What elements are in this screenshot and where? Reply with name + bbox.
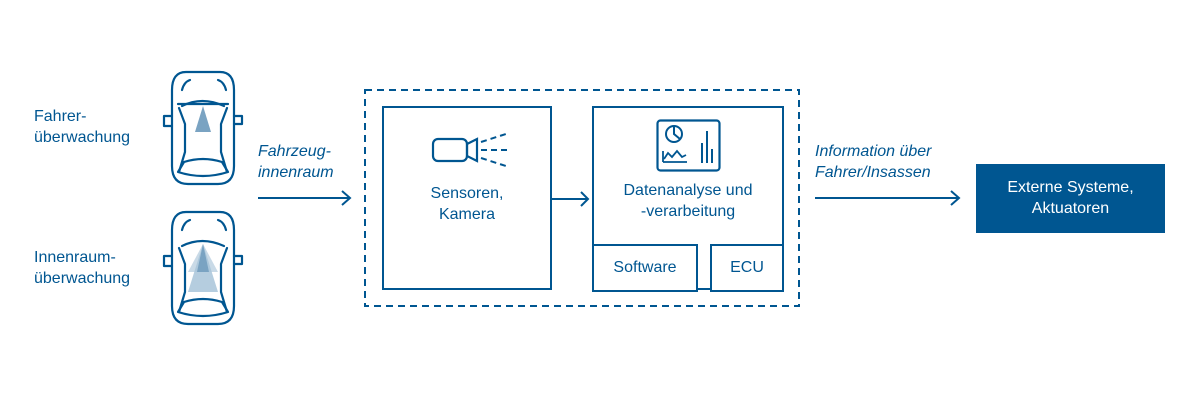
external-systems-box: Externe Systeme, Aktuatoren — [976, 164, 1165, 233]
sensor-box-label: Sensoren, Kamera — [384, 183, 550, 225]
driver-monitoring-label-line2: überwachung — [34, 129, 131, 146]
ecu-box: ECU — [710, 244, 784, 292]
driver-monitoring-label: Fahrer- überwachung — [34, 106, 130, 148]
driver-monitoring-label-line1: Fahrer- — [34, 108, 87, 125]
car-topview-single-beam-icon — [162, 70, 244, 186]
arrow-to-external — [815, 190, 961, 206]
external-systems-label-line2: Aktuatoren — [1031, 200, 1110, 217]
arrow-to-system — [258, 190, 352, 206]
sensor-box-label-line2: Kamera — [438, 206, 496, 223]
camera-icon — [431, 132, 510, 168]
vehicle-interior-label: Fahrzeug- innenraum — [258, 141, 334, 183]
driver-info-label-line1: Information über — [815, 143, 932, 160]
external-systems-label-line1: Externe Systeme, — [1007, 179, 1134, 196]
driver-info-label-line2: Fahrer/Insassen — [815, 164, 931, 181]
interior-monitoring-label: Innenraum- überwachung — [34, 247, 130, 289]
dashboard-chart-icon — [656, 119, 721, 172]
vehicle-interior-label-line2: innenraum — [258, 164, 334, 181]
sensor-box: Sensoren, Kamera — [382, 106, 552, 290]
software-label: Software — [613, 259, 677, 276]
processing-box-label: Datenanalyse und -verarbeitung — [594, 180, 782, 222]
sensor-box-label-line1: Sensoren, — [430, 185, 504, 202]
software-box: Software — [592, 244, 698, 292]
interior-monitoring-label-line2: überwachung — [34, 270, 131, 287]
interior-monitoring-label-line1: Innenraum- — [34, 249, 116, 266]
camera-beam — [195, 106, 211, 132]
processing-box: Datenanalyse und -verarbeitung Software … — [592, 106, 784, 292]
system-boundary-dashed — [364, 89, 800, 307]
processing-box-label-line2: -verarbeitung — [640, 203, 736, 220]
ecu-label: ECU — [730, 259, 764, 276]
processing-box-label-line1: Datenanalyse und — [623, 182, 753, 199]
wide-beam-core — [197, 244, 209, 272]
driver-info-label: Information über Fahrer/Insassen — [815, 141, 932, 183]
car-topview-wide-beam-icon — [162, 210, 244, 326]
vehicle-interior-label-line1: Fahrzeug- — [258, 143, 331, 160]
arrow-sensor-to-processing — [552, 191, 590, 207]
